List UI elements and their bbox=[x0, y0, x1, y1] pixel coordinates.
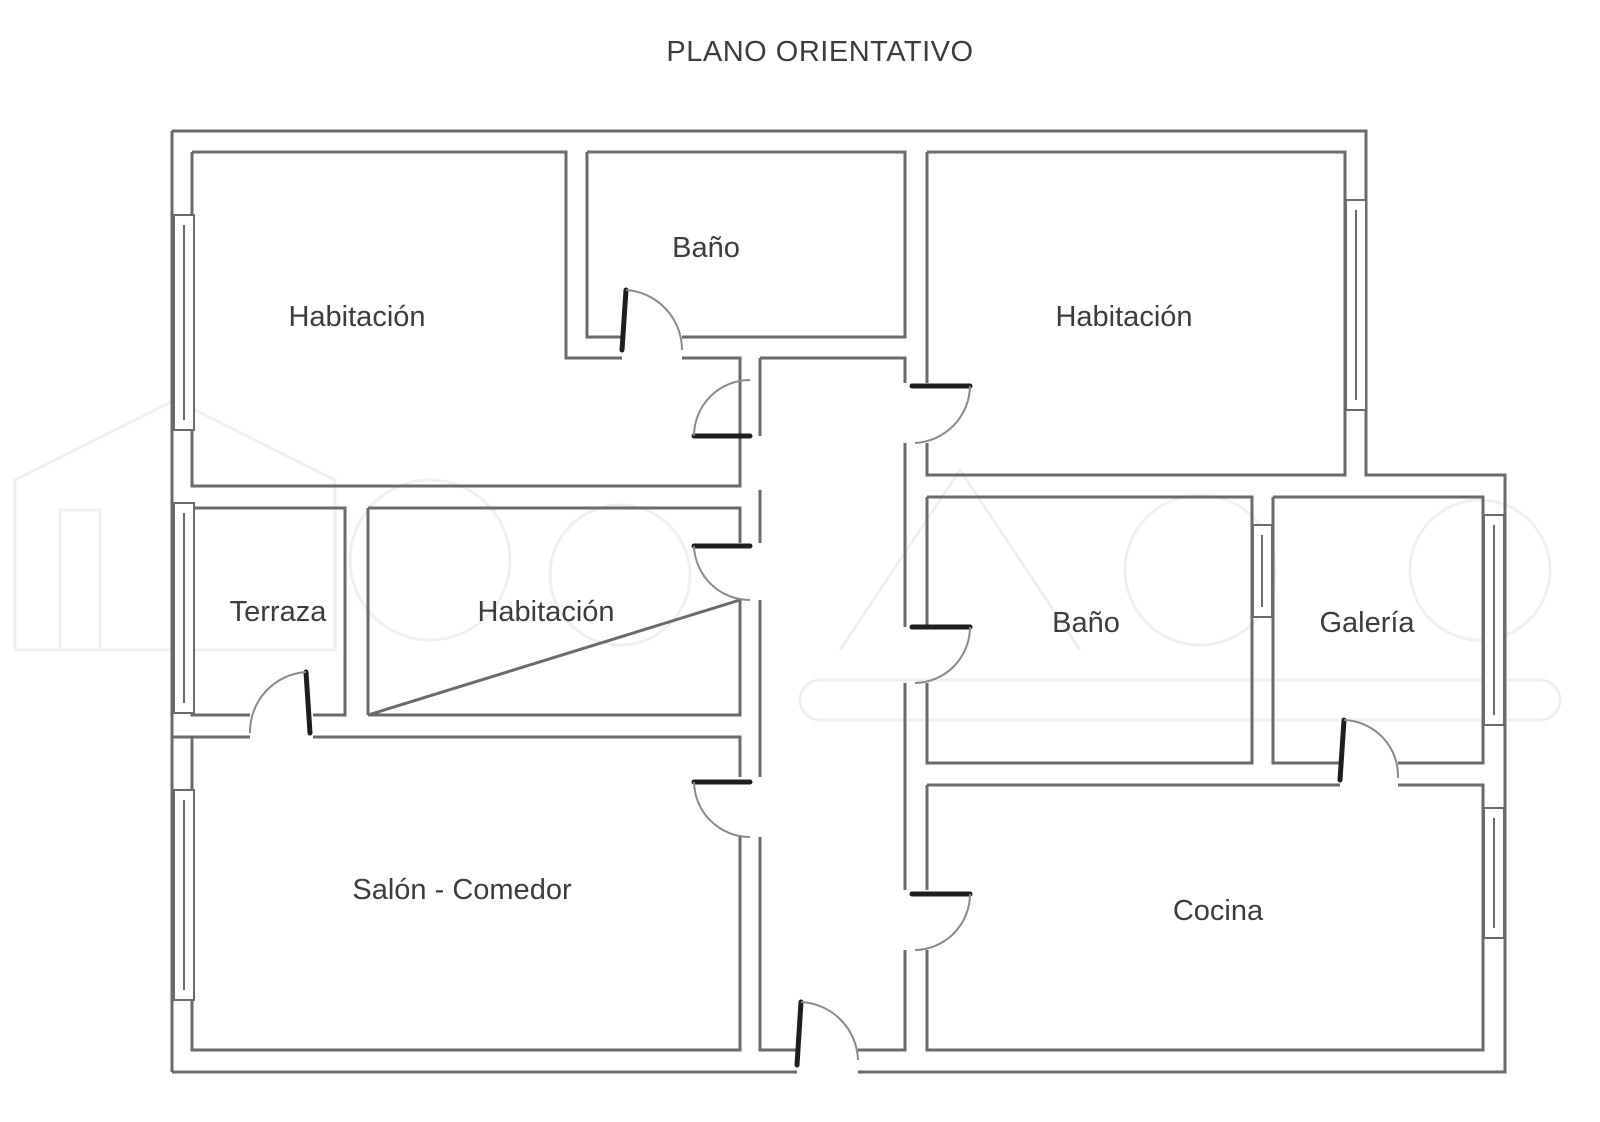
door-bano-top bbox=[619, 287, 684, 353]
doors bbox=[248, 287, 1400, 1068]
room-label-habitacion-top-left: Habitación bbox=[288, 301, 425, 333]
door-terraza bbox=[248, 669, 313, 736]
room-label-salon-comedor: Salón - Comedor bbox=[352, 874, 572, 906]
door-habitacion-2 bbox=[909, 383, 973, 444]
room-label-bano-right: Baño bbox=[1052, 607, 1120, 639]
door-cocina bbox=[909, 891, 973, 951]
room-label-habitacion-middle: Habitación bbox=[477, 596, 614, 628]
door-bano-2 bbox=[909, 624, 973, 684]
door-entrance bbox=[794, 999, 859, 1068]
plan-title: PLANO ORIENTATIVO bbox=[666, 36, 974, 68]
door-galeria bbox=[1337, 717, 1400, 783]
door-habitacion-1 bbox=[691, 379, 753, 439]
door-salon bbox=[691, 779, 753, 838]
room-label-cocina: Cocina bbox=[1173, 895, 1264, 927]
room-labels: Habitación Baño Habitación Terraza Habit… bbox=[230, 232, 1416, 927]
room-label-terraza: Terraza bbox=[230, 596, 328, 628]
room-label-bano-top: Baño bbox=[672, 232, 740, 264]
windows bbox=[173, 199, 1505, 1001]
room-label-habitacion-top-right: Habitación bbox=[1055, 301, 1192, 333]
room-label-galeria: Galería bbox=[1319, 607, 1415, 639]
watermark-logo bbox=[13, 398, 1562, 722]
outer-walls bbox=[170, 129, 1507, 1074]
door-habitacion-3 bbox=[691, 543, 753, 601]
